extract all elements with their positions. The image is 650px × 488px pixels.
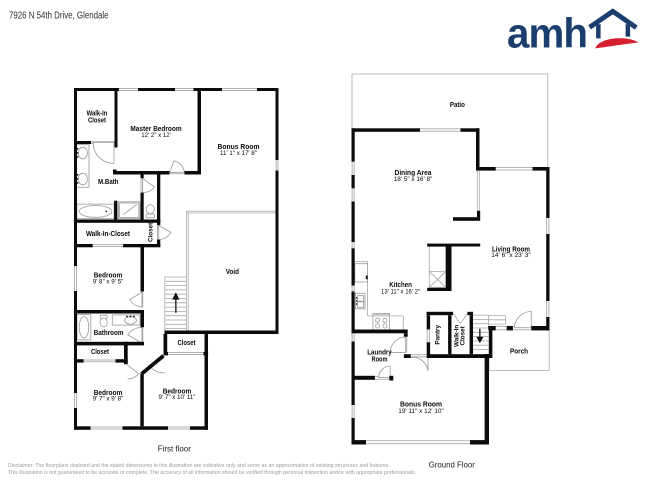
svg-text:Bonus Room: Bonus Room: [400, 400, 442, 409]
svg-text:amh: amh: [507, 10, 587, 57]
svg-text:7926 N 54th Drive, Glendale: 7926 N 54th Drive, Glendale: [9, 11, 109, 22]
svg-text:13' 11" x 16' 2": 13' 11" x 16' 2": [381, 288, 421, 295]
svg-text:Bedroom: Bedroom: [94, 271, 123, 280]
svg-text:Laundry: Laundry: [367, 347, 392, 356]
svg-text:Bathroom: Bathroom: [94, 328, 124, 337]
svg-text:Pantry: Pantry: [434, 325, 441, 345]
svg-text:Porch: Porch: [510, 347, 528, 356]
svg-text:Bedroom: Bedroom: [163, 386, 192, 395]
svg-text:Ground Floor: Ground Floor: [429, 461, 476, 470]
svg-text:Disclaimer: The floorplans dep: Disclaimer: The floorplans depicted and …: [8, 463, 390, 469]
svg-text:Closet: Closet: [91, 347, 109, 356]
svg-text:Room: Room: [372, 354, 388, 363]
svg-text:14' 6" x 23' 3": 14' 6" x 23' 3": [491, 252, 531, 259]
svg-text:9' 8" x 9' 5": 9' 8" x 9' 5": [93, 279, 124, 286]
svg-text:Bonus Room: Bonus Room: [218, 142, 260, 151]
svg-text:11' 1" x 17' 8": 11' 1" x 17' 8": [220, 150, 258, 157]
svg-text:Kitchen: Kitchen: [389, 280, 412, 289]
svg-text:12' 2" x 12': 12' 2" x 12': [141, 132, 171, 139]
svg-text:Master Bedroom: Master Bedroom: [130, 124, 181, 133]
svg-text:Walk-In: Walk-In: [453, 325, 460, 347]
svg-text:M.Bath: M.Bath: [98, 177, 119, 186]
svg-text:Closet: Closet: [88, 116, 106, 125]
svg-text:9' 7" x 9' 8": 9' 7" x 9' 8": [93, 396, 124, 403]
svg-text:9' 7" x 10' 11": 9' 7" x 10' 11": [159, 394, 197, 401]
svg-text:Walk-In-Closet: Walk-In-Closet: [86, 229, 131, 238]
svg-text:Patio: Patio: [450, 100, 466, 109]
svg-text:First floor: First floor: [158, 445, 192, 454]
svg-text:19' 11" x 12' 10": 19' 11" x 12' 10": [398, 408, 444, 415]
svg-text:Closet: Closet: [459, 325, 466, 345]
svg-text:This illustration is not guara: This illustration is not guaranteed to b…: [8, 470, 416, 476]
svg-text:Bedroom: Bedroom: [94, 388, 123, 397]
svg-text:Walk-In: Walk-In: [87, 108, 108, 117]
svg-text:Void: Void: [226, 267, 239, 276]
svg-text:Closet: Closet: [148, 222, 155, 242]
svg-text:Living Room: Living Room: [492, 244, 530, 253]
svg-text:Dining Area: Dining Area: [395, 168, 433, 177]
svg-text:18' 5" x 16' 8": 18' 5" x 16' 8": [394, 176, 433, 183]
svg-text:Closet: Closet: [178, 338, 196, 347]
